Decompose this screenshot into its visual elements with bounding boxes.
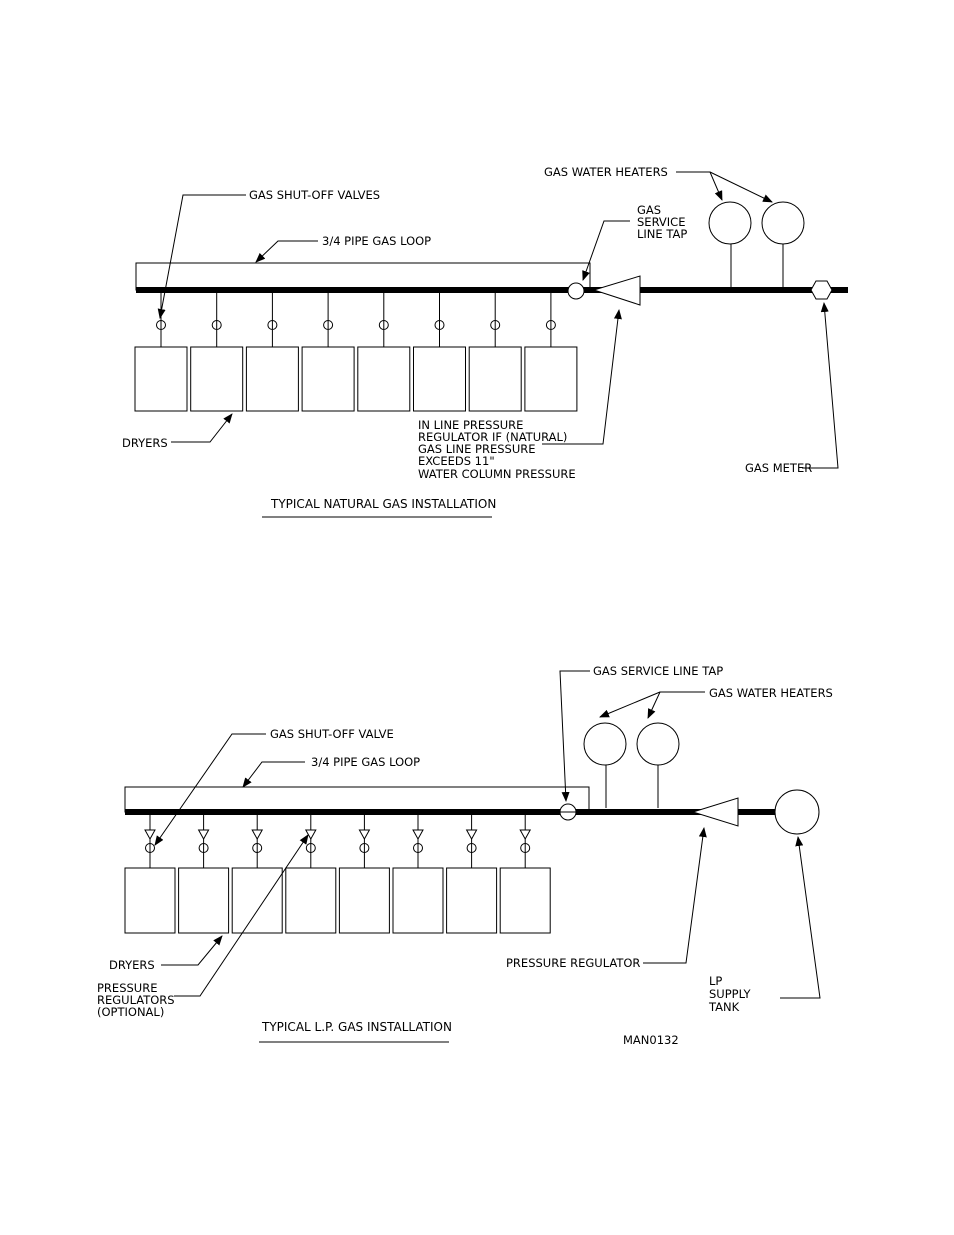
meter-leader (802, 302, 839, 469)
dryer-box-icon (178, 867, 230, 934)
dryer-box-icon (357, 346, 411, 412)
dryer-box-icon (231, 867, 283, 934)
water-heater-icon (708, 201, 752, 245)
pressure-regulator-icon (691, 797, 739, 827)
shutoff-leader (154, 733, 266, 846)
pipe-gas-loop (124, 786, 590, 813)
dryer-box-icon (245, 346, 299, 412)
pipe-loop-label: 3/4 PIPE GAS LOOP (322, 234, 431, 248)
pressure-regulator-icon (592, 275, 641, 306)
dryer-box-icon (285, 867, 337, 934)
loop-leader (255, 240, 318, 263)
pressure-regulator-icon (251, 829, 264, 841)
regulators-leader (174, 834, 309, 997)
natural-gas-title: TYPICAL NATURAL GAS INSTALLATION (270, 497, 496, 511)
tank-leader (780, 836, 821, 999)
tap-label-line2: SERVICE (637, 215, 685, 229)
water-heater-icon (583, 722, 627, 766)
drawing-code: MAN0132 (623, 1033, 679, 1047)
pressure-regulator-icon (197, 829, 210, 841)
water-heaters-label: GAS WATER HEATERS (544, 165, 668, 179)
pressure-regulator-label: PRESSURE REGULATOR (506, 956, 640, 970)
regulators-label-line1: PRESSURE (97, 981, 157, 995)
dryer-box-icon (468, 346, 522, 412)
dryer-box-icon (190, 346, 244, 412)
dryer-row (134, 293, 578, 412)
lp-tank-label-line1: LP (709, 974, 722, 988)
regulator-label-line1: IN LINE PRESSURE (418, 418, 523, 432)
heater-leader (599, 691, 661, 718)
pressure-regulator-icon (358, 829, 371, 841)
heater-leader (676, 171, 723, 201)
dryers-label: DRYERS (122, 436, 168, 450)
tap-leader (559, 670, 590, 802)
tap-leader (582, 220, 630, 281)
pressure-regulator-icon (519, 829, 532, 841)
service-line-tap-label: GAS SERVICE LINE TAP (593, 664, 723, 678)
pressure-regulator-icon (465, 829, 478, 841)
water-heater-icon (761, 201, 805, 245)
pressure-regulator-icon (144, 829, 156, 841)
lp-gas-title: TYPICAL L.P. GAS INSTALLATION (261, 1020, 452, 1034)
dryer-row (124, 815, 551, 934)
dryer-box-icon (301, 346, 355, 412)
service-line-tap-icon (567, 282, 585, 300)
regulator-leader (542, 309, 622, 445)
water-heaters-label: GAS WATER HEATERS (709, 686, 833, 700)
regulator-label-line4: EXCEEDS 11" (418, 454, 495, 468)
regulator-leader (643, 827, 707, 964)
dryers-label: DRYERS (109, 958, 155, 972)
lp-gas-diagram: GAS SERVICE LINE TAP GAS WATER HEATERS G… (97, 664, 833, 1047)
shutoff-valve-label: GAS SHUT-OFF VALVE (270, 727, 394, 741)
natural-gas-diagram: GAS SHUT-OFF VALVES 3/4 PIPE GAS LOOP GA… (122, 165, 848, 518)
regulator-label-line2: REGULATOR IF (NATURAL) (418, 430, 567, 444)
dryer-box-icon (392, 867, 444, 934)
shutoff-valves-label: GAS SHUT-OFF VALVES (249, 188, 380, 202)
gas-meter-icon (810, 280, 833, 300)
dryer-box-icon (134, 346, 188, 412)
regulators-label-line3: (OPTIONAL) (97, 1005, 164, 1019)
dryers-leader (161, 935, 223, 966)
regulator-label-line3: GAS LINE PRESSURE (418, 442, 536, 456)
pressure-regulator-icon (304, 829, 317, 841)
water-heater-icon (636, 722, 680, 766)
dryer-box-icon (524, 346, 578, 412)
dryers-leader (171, 413, 233, 443)
pipe-gas-loop (135, 262, 591, 291)
lp-tank-label-line3: TANK (708, 1000, 740, 1014)
dryer-box-icon (446, 867, 498, 934)
shutoff-leader (157, 194, 246, 319)
heater-leader (647, 691, 705, 719)
pressure-regulator-icon (412, 829, 424, 841)
regulators-label-line2: REGULATORS (97, 993, 175, 1007)
pipe-loop-label: 3/4 PIPE GAS LOOP (311, 755, 420, 769)
lp-tank-icon (774, 789, 820, 835)
tap-label-line3: LINE TAP (637, 227, 687, 241)
dryer-box-icon (124, 867, 176, 934)
heater-leader (709, 171, 773, 203)
loop-leader (242, 761, 305, 788)
dryer-box-icon (413, 346, 466, 412)
regulator-label-line5: WATER COLUMN PRESSURE (418, 467, 576, 481)
tap-label-line1: GAS (637, 203, 661, 217)
dryer-box-icon (338, 867, 390, 934)
lp-tank-label-line2: SUPPLY (709, 987, 751, 1001)
gas-meter-label: GAS METER (745, 461, 812, 475)
dryer-box-icon (499, 867, 551, 934)
